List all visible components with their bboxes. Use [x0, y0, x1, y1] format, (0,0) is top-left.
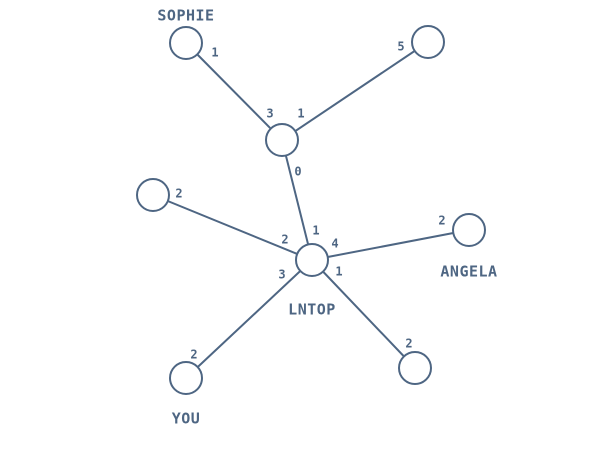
node-label-lntop: LNTOP — [288, 301, 336, 319]
port-label-hub_upper-near-sophie: 3 — [266, 107, 273, 121]
port-label-hub_upper-near: 0 — [294, 165, 301, 179]
nodes-layer — [136, 25, 486, 395]
node-you[interactable] — [169, 361, 203, 395]
edges-layer — [152, 41, 470, 379]
port-label-left_mid-near: 2 — [175, 187, 182, 201]
port-label-angela-near: 2 — [438, 214, 445, 228]
port-label-bottom_right-near: 2 — [405, 337, 412, 351]
node-sophie[interactable] — [169, 26, 203, 60]
port-label-hub_upper-near-top_right: 1 — [297, 107, 304, 121]
port-label-lntop-near-angela: 4 — [331, 237, 338, 251]
edge-hub_upper-lntop — [281, 139, 313, 261]
node-label-you: YOU — [172, 410, 201, 428]
node-label-sophie: SOPHIE — [157, 7, 214, 25]
edge-bottom_right-lntop — [311, 259, 416, 369]
labels-layer: 1 3 5 1 0 1 2 2 2 4 2 3 2 1 SOPHIE LNTOP ANGELA YOU — [157, 7, 497, 428]
edge-left_mid-lntop — [152, 194, 313, 261]
node-angela[interactable] — [452, 213, 486, 247]
node-hub-upper[interactable] — [265, 123, 299, 157]
node-left-mid[interactable] — [136, 178, 170, 212]
port-label-you-near: 2 — [190, 348, 197, 362]
node-lntop[interactable] — [295, 243, 329, 277]
edge-angela-lntop — [311, 229, 470, 261]
edge-top_right-hub_upper — [281, 41, 429, 141]
node-label-angela: ANGELA — [440, 263, 497, 281]
port-label-lntop-near-left_mid: 2 — [281, 233, 288, 247]
port-label-lntop-near-you: 3 — [278, 268, 285, 282]
port-label-sophie-near: 1 — [211, 46, 218, 60]
edge-you-lntop — [185, 259, 313, 379]
edge-sophie-hub_upper — [185, 42, 283, 141]
port-label-top_right-near: 5 — [397, 40, 404, 54]
node-top-right[interactable] — [411, 25, 445, 59]
port-label-lntop-near-bottom_right: 1 — [335, 265, 342, 279]
port-label-lntop-near-hub_upper: 1 — [312, 224, 319, 238]
node-bottom-right[interactable] — [398, 351, 432, 385]
